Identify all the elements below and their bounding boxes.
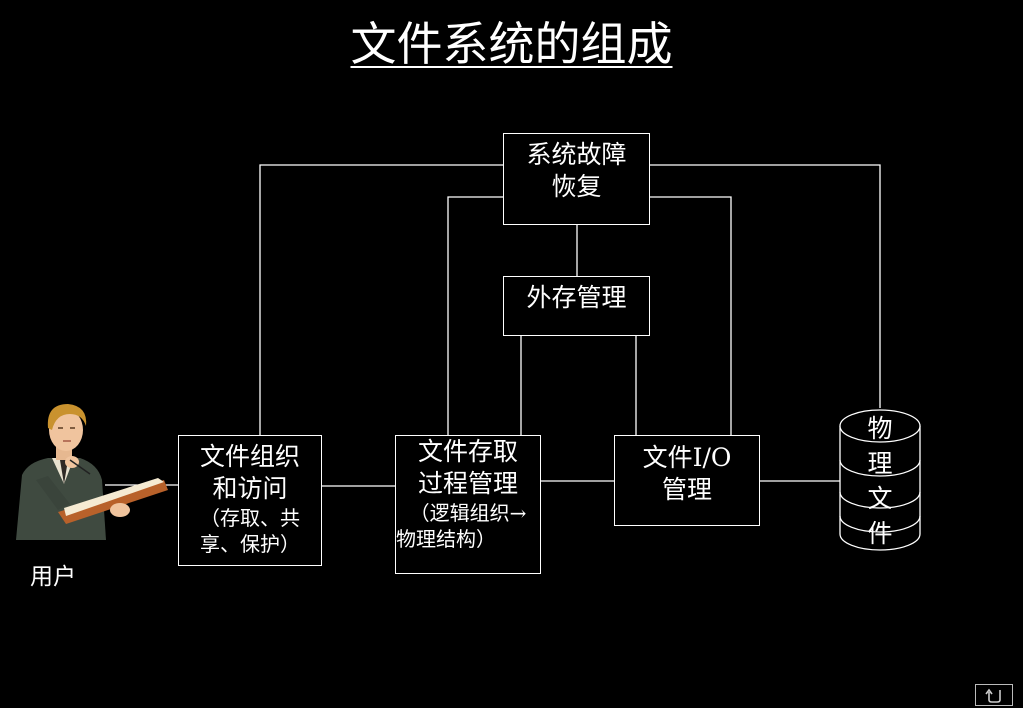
recovery-line1: 系统故障 (526, 140, 627, 169)
organize-sub2: 享、保护） (200, 532, 300, 556)
recovery-line2: 恢复 (551, 172, 602, 201)
system-recovery-box: 系统故障 恢复 (503, 133, 650, 225)
io-line2: 管理 (661, 475, 712, 504)
user-figure (16, 404, 168, 540)
storage-char-2: 理 (867, 449, 893, 478)
access-sub2: 物理结构） (396, 527, 496, 551)
access-line1: 文件存取 (417, 437, 518, 466)
io-line1: 文件I/O (642, 443, 732, 472)
access-sub1: （逻辑组织→ (409, 501, 527, 525)
access-line2: 过程管理 (417, 469, 518, 498)
return-button[interactable] (975, 684, 1013, 706)
file-io-box: 文件I/O 管理 (614, 435, 760, 526)
storage-char-4: 件 (867, 519, 893, 548)
organize-line1: 文件组织 (199, 442, 300, 471)
disk-cylinder-icon (839, 409, 921, 551)
return-arrow-icon (985, 688, 1001, 703)
organize-line2: 和访问 (212, 474, 288, 503)
user-label: 用户 (30, 564, 76, 590)
external-line1: 外存管理 (526, 283, 627, 312)
file-access-box: 文件存取 过程管理 （逻辑组织→ 物理结构） (395, 435, 541, 574)
organize-sub1: （存取、共 (200, 506, 300, 530)
page-title: 文件系统的组成 (350, 17, 673, 71)
storage-char-1: 物 (867, 414, 893, 443)
file-organize-box: 文件组织 和访问 （存取、共 享、保护） (178, 435, 322, 566)
storage-char-3: 文 (867, 484, 893, 513)
external-storage-box: 外存管理 (503, 276, 650, 336)
